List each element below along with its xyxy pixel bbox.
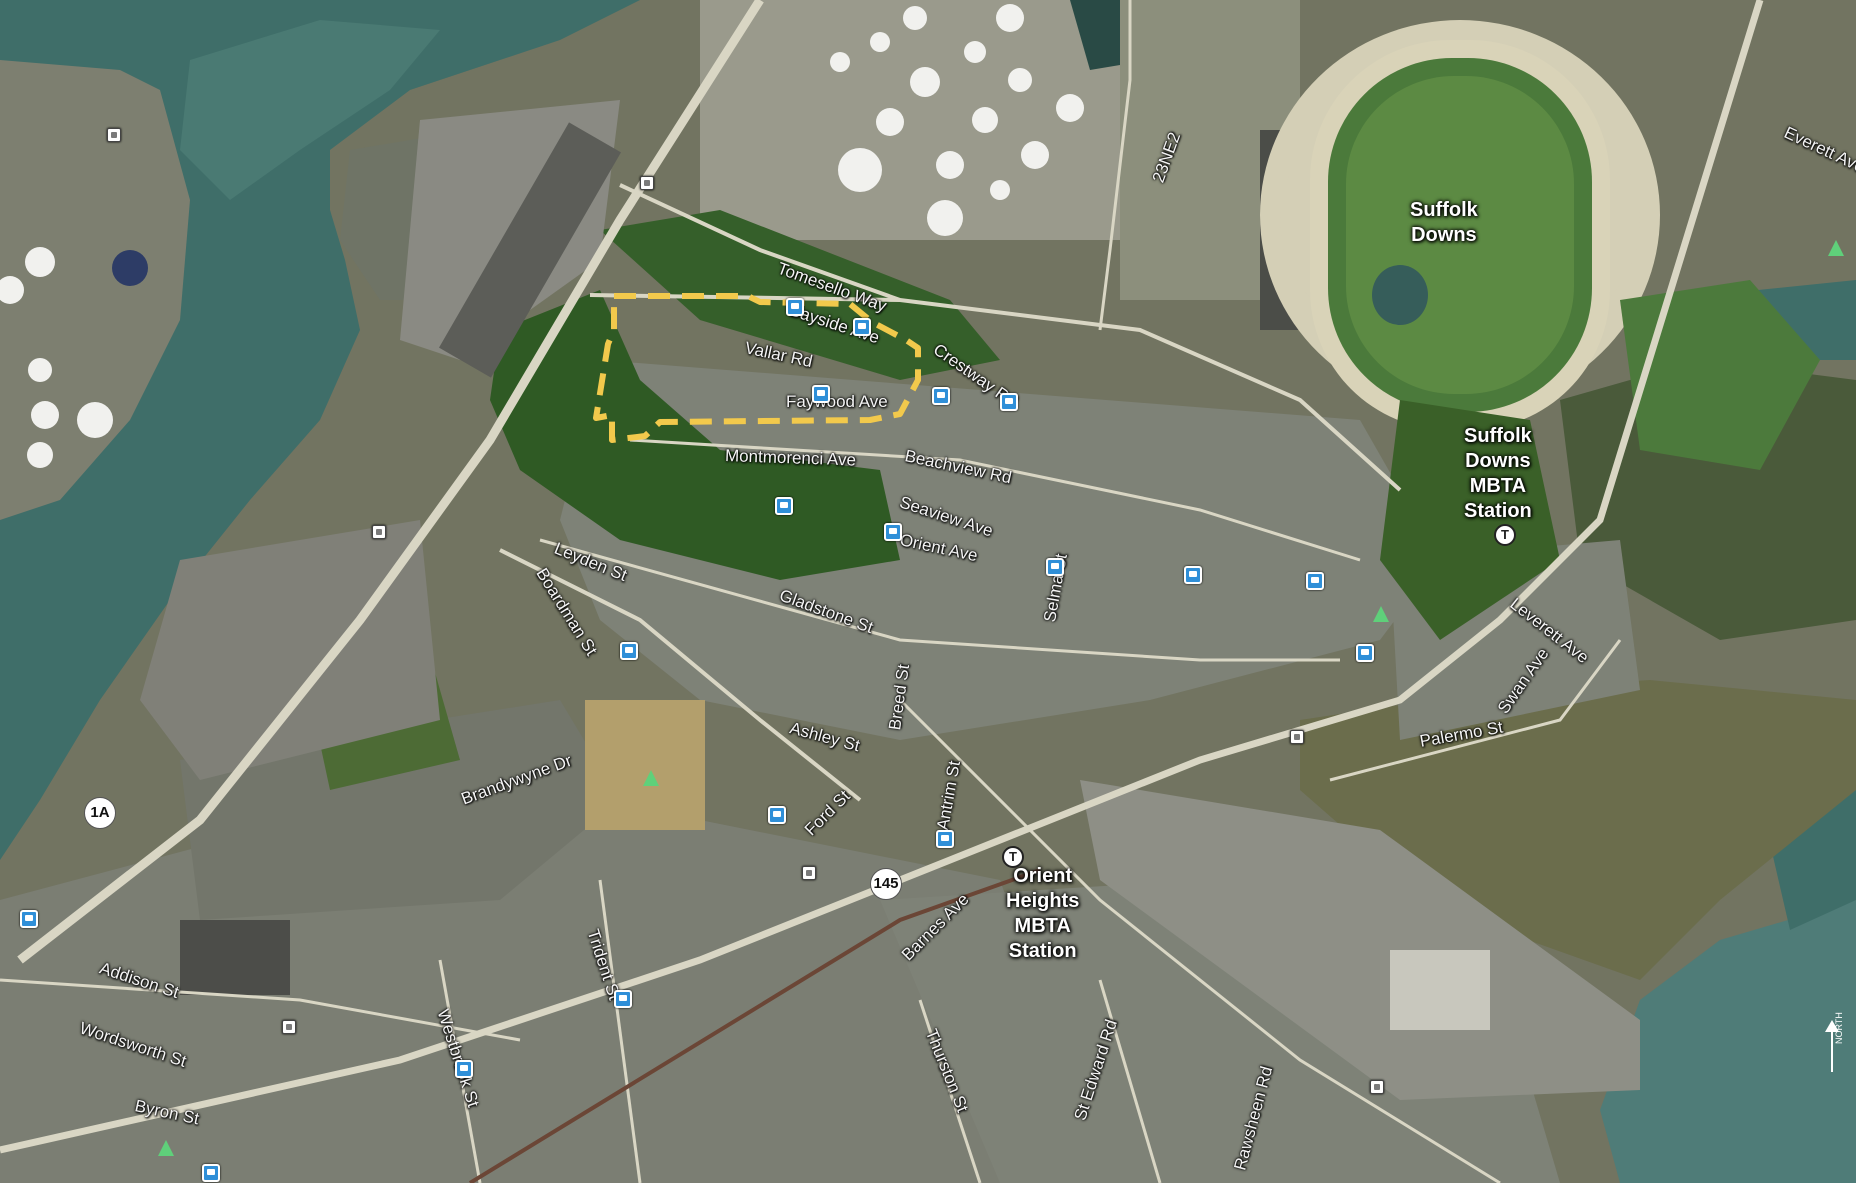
dark-tank [112,250,148,286]
industrial-building-sw [180,920,290,995]
bus-stop-icon [768,806,786,824]
place-marker-icon [1370,1080,1384,1094]
north-arrow-icon: NORTH [1822,1012,1844,1074]
bus-stop-icon [20,910,38,928]
palermo-st [1329,639,1622,782]
thurston-st [918,999,982,1183]
bus-stop-icon [936,830,954,848]
orient-heights-neighborhood [560,360,1440,740]
warehouse [439,122,621,378]
bus-stop-icon [812,385,830,403]
rail-line [468,868,1041,1183]
water-shimmer [180,20,440,200]
bus-stop-icon [1000,393,1018,411]
ballfield [585,700,705,830]
study-area-outline [593,293,921,443]
barnes-ave [898,698,1501,1183]
bus-stop-icon [455,1060,473,1078]
playing-fields [1620,280,1820,470]
woods-central [490,290,900,580]
rail-building [1390,950,1490,1030]
park-icon [643,770,659,786]
place-marker-icon [107,128,121,142]
route-145 [0,0,1764,1154]
marsh-north [1560,360,1856,640]
st-edward-rd [1098,979,1162,1183]
addison-st [0,978,521,1042]
woods-east [1380,400,1560,640]
transit-station-icon: T [1002,846,1024,868]
transit-station-icon: T [1494,524,1516,546]
oil-tanks [830,4,1084,236]
montmorenci-ave [629,438,1361,562]
trident-st [598,879,642,1183]
bus-stop-icon [932,387,950,405]
bay-water [1600,900,1856,1183]
bus-stop-icon [1356,644,1374,662]
23ne2-road [1098,0,1132,331]
gladstone-st [539,538,1340,662]
infield-pond [1372,265,1428,325]
industrial-lot [140,520,440,780]
bus-stop-icon [786,298,804,316]
tomesello-way [619,183,901,302]
bus-stop-icon [1184,566,1202,584]
place-marker-icon [282,1020,296,1034]
oil-tank-farm [700,0,1120,240]
place-marker-icon [372,525,386,539]
park-icon [1373,606,1389,622]
bus-stop-icon [884,523,902,541]
place-marker-icon [640,176,654,190]
place-marker-icon [1290,730,1304,744]
boardman-st [499,548,862,802]
route-shield-1a: 1A [84,797,116,829]
bus-stop-icon [775,497,793,515]
bus-stop-icon [1306,572,1324,590]
marsh [1300,680,1856,980]
bus-stop-icon [1046,558,1064,576]
place-marker-icon [802,866,816,880]
bus-stop-icon [620,642,638,660]
bus-stop-icon [202,1164,220,1182]
park-icon [158,1140,174,1156]
bus-stop-icon [614,990,632,1008]
woods-north [600,210,1000,380]
route-shield-145: 145 [870,868,902,900]
street-label-faywood-ave: Faywood Ave [786,392,888,411]
bus-stop-icon [853,318,871,336]
park-icon [1828,240,1844,256]
left-oil-tanks [0,247,113,468]
rail-yard [1080,780,1640,1100]
